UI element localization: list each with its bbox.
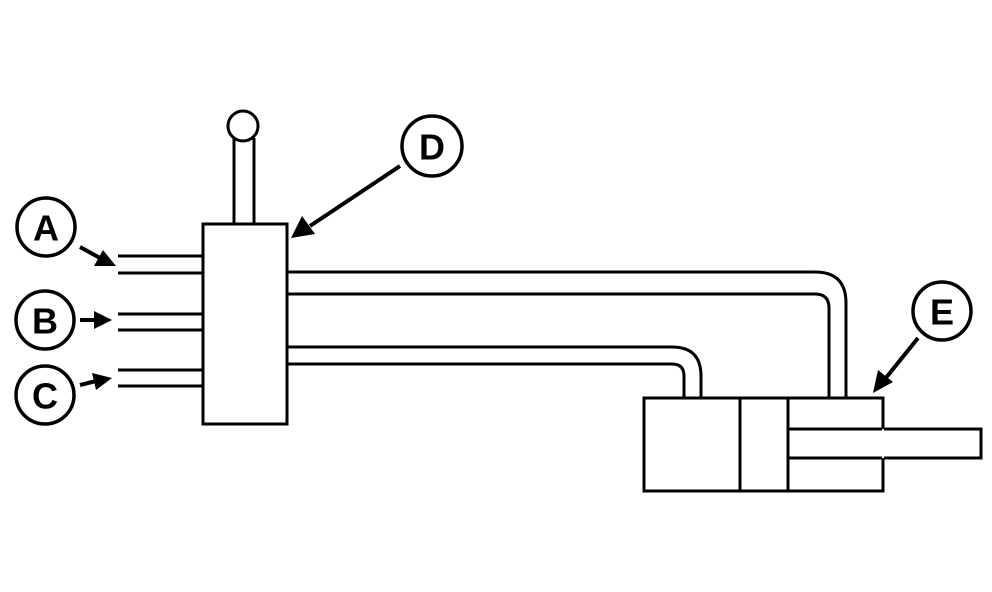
callout-a-label: A: [33, 208, 59, 249]
callout-b-label: B: [32, 301, 58, 342]
callout-a: A: [15, 196, 116, 266]
callout-c-label: C: [32, 376, 58, 417]
input-line-c: [118, 368, 203, 388]
callout-e-label: E: [930, 292, 954, 333]
input-line-b: [118, 312, 203, 332]
hydraulic-cylinder: [642, 396, 983, 493]
cylinder-rod: [786, 427, 983, 460]
lever-knob: [226, 109, 260, 143]
callout-e: E: [873, 280, 973, 393]
callout-d: D: [291, 114, 464, 238]
upper-hose: [287, 270, 848, 398]
control-lever: [226, 109, 260, 224]
input-line-a: [118, 254, 203, 275]
callout-d-label: D: [419, 127, 445, 168]
callout-c: C: [14, 364, 112, 426]
control-valve-body: [201, 222, 289, 426]
callout-b: B: [14, 289, 112, 351]
lower-hose: [287, 345, 703, 398]
